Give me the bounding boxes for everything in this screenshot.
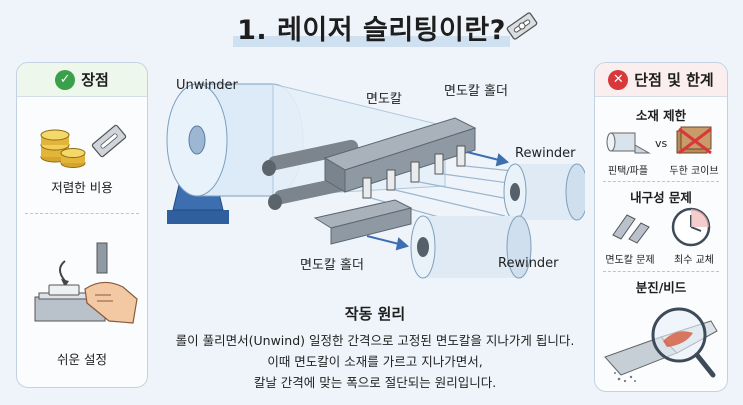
dust-burr-heading: 분진/비드: [635, 280, 687, 295]
blade-holder-top-label: 면도칼 홀더: [444, 84, 508, 99]
hand-icon: [84, 281, 138, 324]
check-icon: ✓: [55, 69, 76, 90]
dust-particles-icon: [614, 372, 636, 383]
disadvantages-panel: ✕ 단점 및 한계 소재 제한 vs 핀택/파플 두한 코이브 내구성 문제 면: [594, 62, 728, 392]
thin-film-label: 핀택/파플: [607, 166, 649, 177]
coins-icon: [40, 129, 86, 168]
slitting-machine-diagram: [166, 83, 585, 279]
page-title-text: 1. 레이저 슬리팅이란?: [233, 8, 510, 47]
advantage-easy-setup: 쉬운 설정: [57, 352, 107, 367]
divider: [25, 213, 139, 214]
page-title: 1. 레이저 슬리팅이란?: [0, 8, 743, 47]
rewinder-top-label: Rewinder: [515, 146, 576, 161]
advantages-header: ✓ 장점: [17, 63, 147, 97]
description-line: 칼날 간격에 맞는 폭으로 절단되는 원리입니다.: [253, 375, 497, 390]
working-principle-title: 작동 원리: [344, 305, 406, 323]
top-blade-holder: [323, 117, 477, 193]
description-line: 롤이 풀리면서(Unwind) 일정한 간격으로 고정된 면도칼을 지나가게 됩…: [175, 333, 575, 348]
blade-issue-label: 면도칼 문제: [605, 255, 655, 266]
advantages-panel: ✓ 장점 저렴한 비용: [16, 62, 148, 388]
frequent-replace-label: 최수 교체: [674, 255, 714, 266]
vs-label: vs: [655, 137, 668, 150]
film-roll-icon: [606, 132, 651, 154]
disadvantages-heading: 단점 및 한계: [634, 71, 714, 89]
divider: [603, 271, 719, 272]
thick-coil-icon: [676, 126, 712, 155]
razor-blade-icon: [506, 12, 538, 40]
rewinder-bottom-label: Rewinder: [498, 256, 559, 271]
durability-heading: 내구성 문제: [630, 190, 692, 205]
razor-blades: [362, 145, 466, 199]
description-line: 이때 면도칼이 소재를 가르고 지나가면서,: [267, 354, 483, 369]
advantage-low-cost: 저렴한 비용: [51, 180, 113, 195]
divider: [603, 181, 719, 182]
bottom-rewinder: [410, 215, 532, 279]
easy-setup-illustration: [34, 242, 138, 324]
unwinder-label: Unwinder: [176, 78, 238, 93]
broken-blade-icon: [612, 214, 650, 244]
blade-holder-bottom-label: 면도칼 홀더: [300, 258, 364, 273]
x-circle-icon: ✕: [608, 69, 629, 90]
durability-illustration: [612, 207, 711, 247]
dust-burr-illustration: [604, 307, 718, 383]
razor-blade-icon: [91, 124, 127, 158]
magnifier-icon: [651, 307, 716, 378]
thick-coil-label: 두한 코이브: [669, 166, 719, 177]
bottom-blade-holder: [313, 199, 413, 245]
material-limit-heading: 소재 제한: [635, 108, 687, 123]
advantages-heading: 장점: [81, 71, 109, 89]
clock-icon: [671, 207, 711, 247]
blade-label: 면도칼: [366, 92, 402, 107]
flow-arrows: [366, 151, 510, 251]
low-cost-illustration: [40, 124, 127, 168]
top-rewinder: [503, 163, 585, 221]
material-limit-illustration: [606, 126, 712, 155]
disadvantages-header: ✕ 단점 및 한계: [595, 63, 727, 97]
